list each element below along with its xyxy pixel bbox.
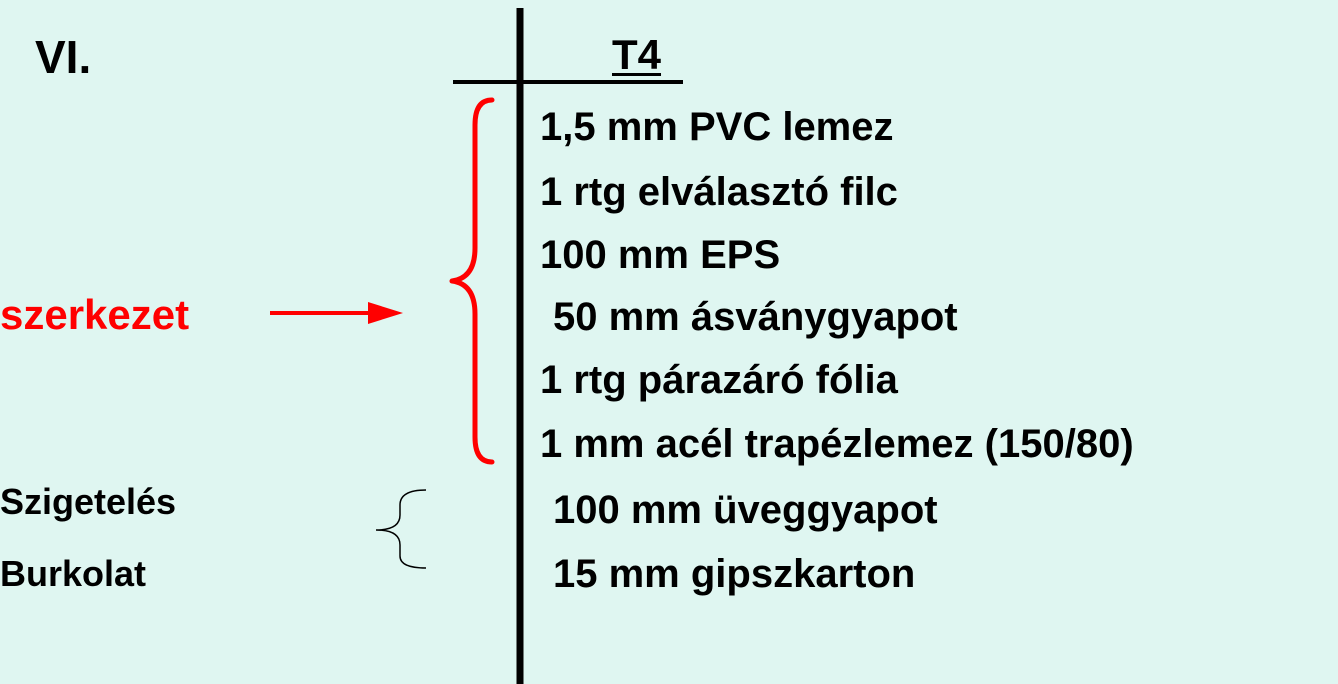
layer-item: 1 mm acél trapézlemez (150/80) — [540, 422, 1134, 466]
black-curly-brace — [375, 489, 427, 569]
layer-item: 100 mm EPS — [540, 233, 781, 277]
arrow-head — [368, 302, 403, 324]
column-title: T4 — [612, 31, 662, 78]
side-label-insulation: Szigetelés — [0, 481, 177, 522]
layer-item: 1,5 mm PVC lemez — [540, 105, 894, 149]
layer-item: 1 rtg párazáró fólia — [540, 358, 898, 402]
structure-label: szerkezet — [0, 291, 190, 338]
section-label: VI. — [35, 31, 92, 83]
layer-item: 15 mm gipszkarton — [553, 552, 916, 596]
side-label-cladding: Burkolat — [0, 553, 147, 594]
layer-item: 50 mm ásványgyapot — [553, 295, 958, 339]
layer-item: 1 rtg elválasztó filc — [540, 170, 898, 214]
layer-item: 100 mm üveggyapot — [553, 488, 938, 532]
red-curly-brace — [449, 97, 495, 465]
